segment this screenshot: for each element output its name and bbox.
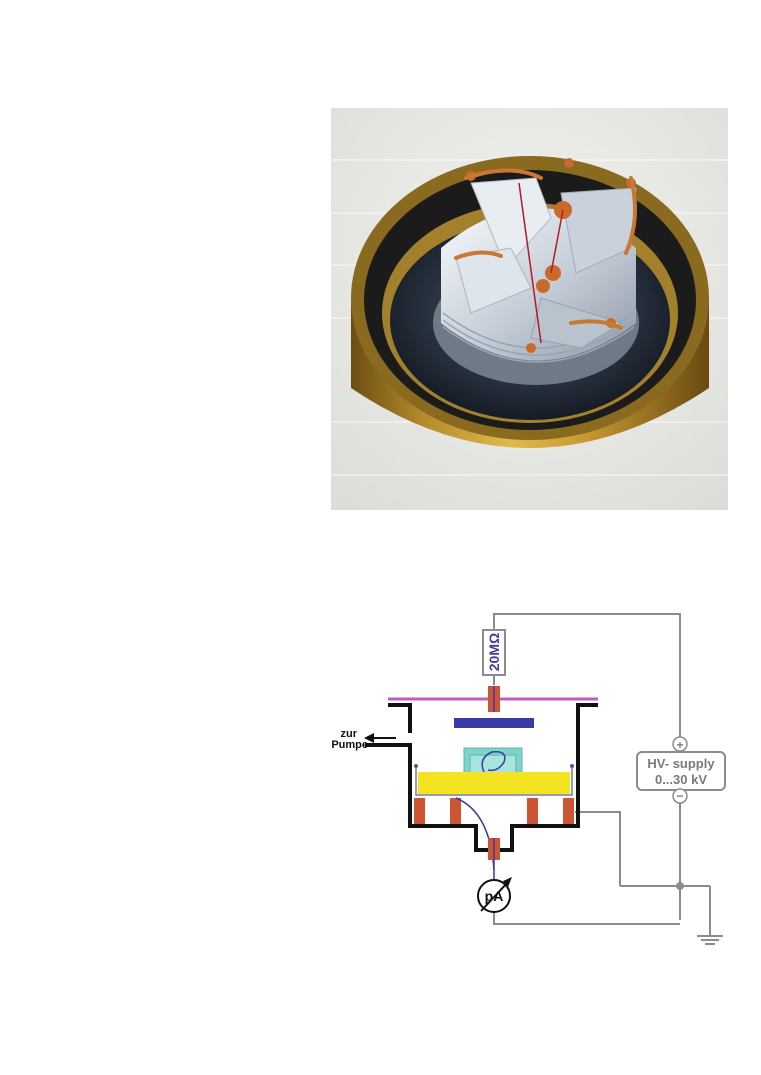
minus-symbol: −	[676, 789, 683, 803]
supply-label-line2: 0...30 kV	[655, 772, 707, 787]
top-feedthrough	[488, 686, 500, 712]
foil-petals	[455, 177, 637, 349]
crystal-holder	[463, 747, 523, 776]
supply-label-line1: HV- supply	[647, 756, 715, 771]
bottom-feedthrough	[488, 838, 500, 880]
ground-junction	[676, 882, 684, 890]
ground-symbol	[697, 935, 723, 945]
glue-strands	[454, 168, 637, 330]
target-bath	[414, 764, 574, 796]
electrode-bar	[454, 718, 534, 728]
circuit-wiring	[493, 613, 711, 936]
resistor-label: 20MΩ	[486, 633, 502, 671]
pump-label-line2: Pumpe	[331, 739, 368, 751]
pump-port: zur Pumpe	[331, 728, 396, 751]
hv-supply: + − HV- supply 0...30 kV	[636, 736, 726, 804]
pump-label-line1: zur	[341, 728, 358, 740]
resistor: 20MΩ	[482, 629, 506, 676]
picoammeter: pA	[477, 877, 512, 913]
plus-symbol: +	[676, 738, 683, 752]
insulating-supports	[414, 798, 574, 824]
detector-photo	[331, 108, 728, 510]
red-wires	[518, 182, 564, 344]
